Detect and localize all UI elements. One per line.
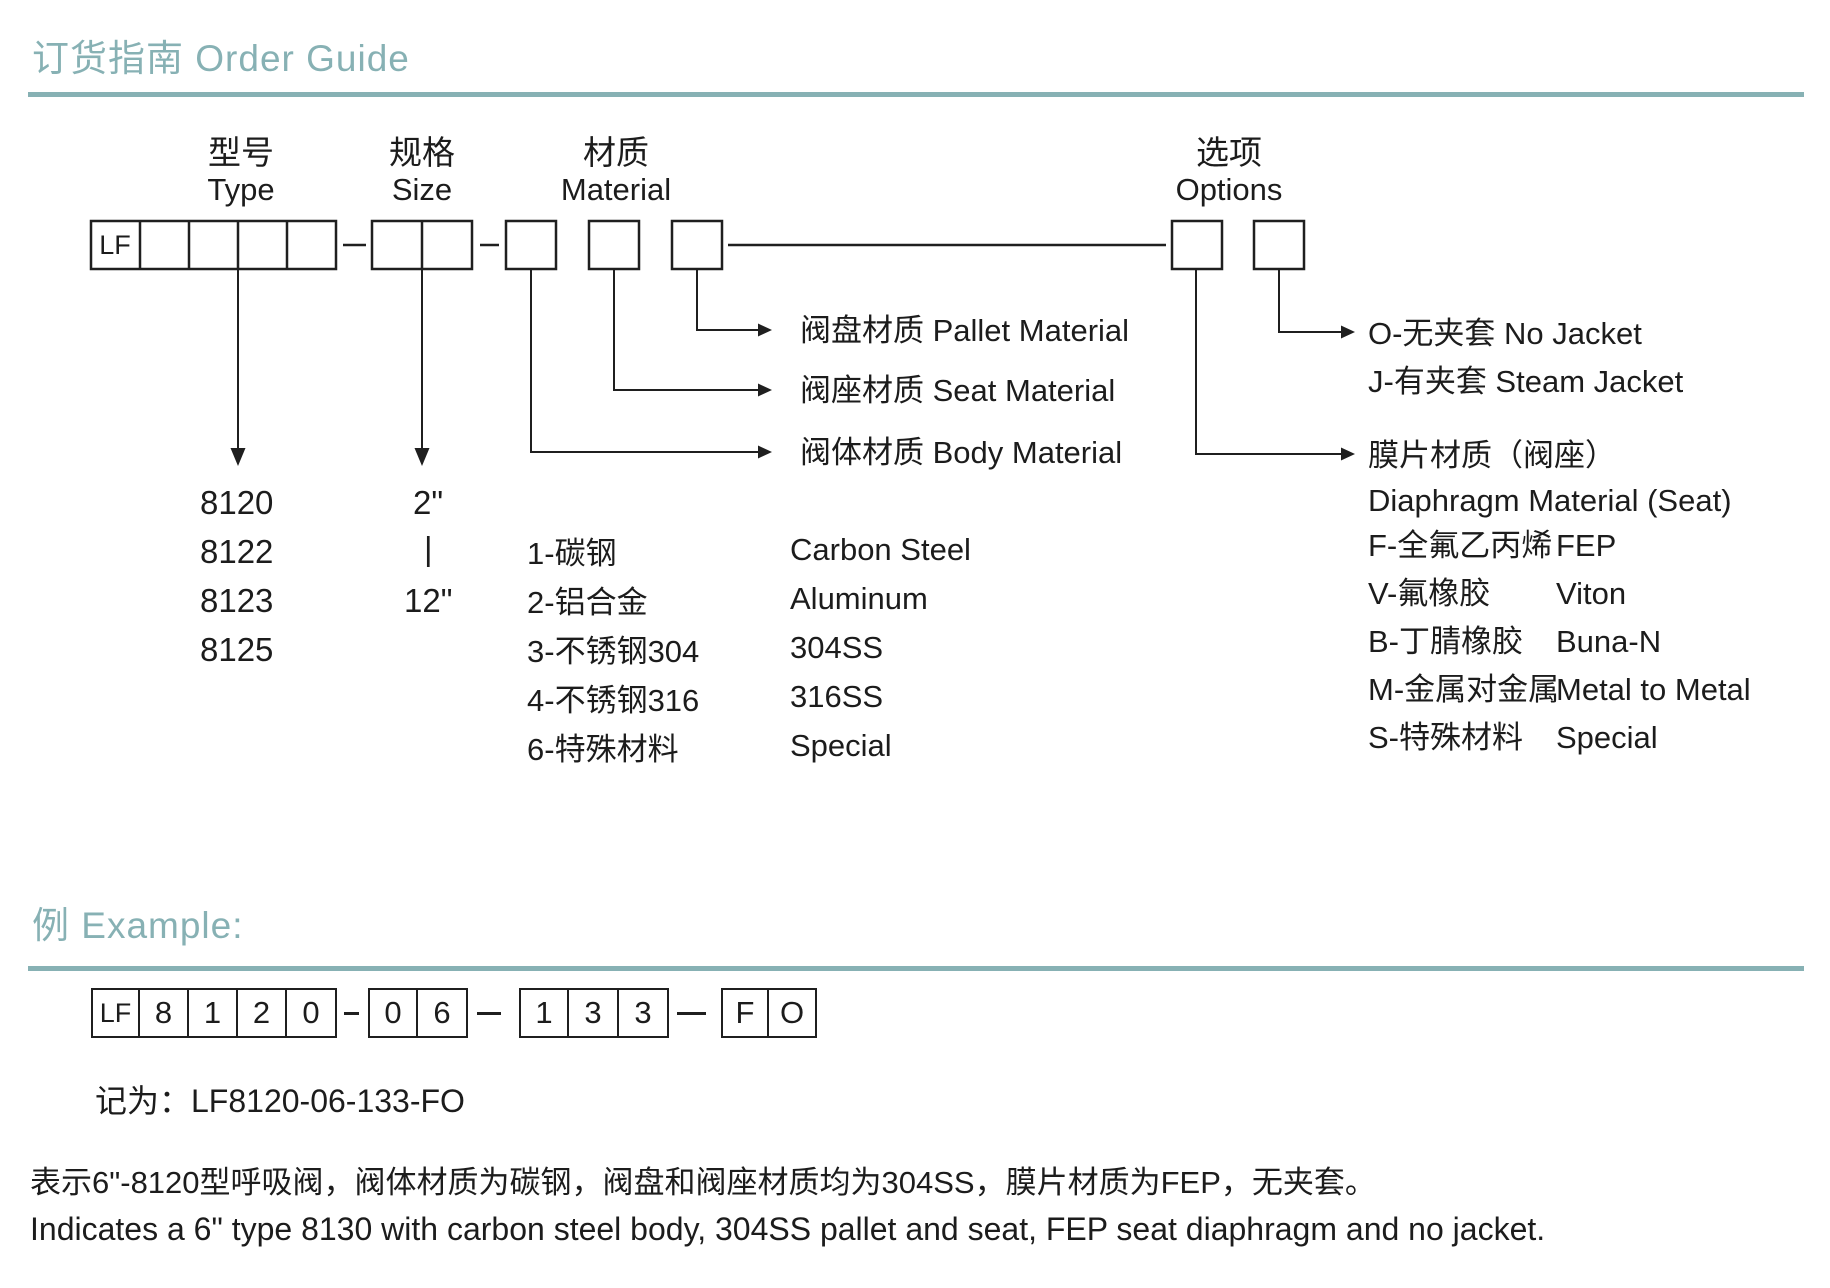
material-code-en: Aluminum [790,581,928,616]
diaphragm-code-en: Viton [1556,576,1627,611]
diaphragm-code-cn: M-金属对金属 [1368,672,1560,707]
diaphragm-title-cn: 膜片材质（阀座） [1368,438,1616,473]
size-header-en: Size [391,172,453,207]
diaphragm-option-box [1170,219,1224,271]
type-header-cn: 型号 [208,134,274,171]
diaphragm-title-en: Diaphragm Material (Seat) [1368,483,1732,518]
material-code-en: Carbon Steel [790,532,971,567]
diaphragm-code-cn: B-丁腈橡胶 [1368,624,1523,659]
diaphragm-code-cn: S-特殊材料 [1368,720,1523,755]
diaphragm-code-en: Special [1556,720,1658,755]
diaphragm-arrowhead-icon [1341,447,1355,461]
diaphragm-code-en: FEP [1556,528,1617,563]
size-header-cn: 规格 [389,134,455,171]
title-divider [28,92,1804,97]
page-title: 订货指南 Order Guide [32,38,410,79]
type-model: 8122 [200,533,274,570]
body-material-box [504,219,558,271]
example-cell: F [721,988,769,1038]
example-type-cells: LF 8 1 2 0 [91,988,337,1038]
diaphragm-code-cn: F-全氟乙丙烯 [1368,528,1553,563]
body-material-label: 阀体材质 Body Material [800,435,1123,470]
example-cell: LF [91,988,140,1038]
type-model: 8120 [200,484,274,521]
example-dash [344,1012,359,1015]
example-note-en: Indicates a 6" type 8130 with carbon ste… [30,1211,1546,1247]
diaphragm-code-en: Metal to Metal [1556,672,1751,707]
pallet-material-label: 阀盘材质 Pallet Material [800,313,1130,348]
jacket-option: O-无夹套 No Jacket [1368,316,1642,351]
example-cell: 6 [418,988,468,1038]
material-header-cn: 材质 [583,134,649,171]
diaphragm-code-en: Buna-N [1556,624,1662,659]
size-min: 2" [413,484,444,521]
example-cell: 8 [140,988,189,1038]
example-cell: O [769,988,817,1038]
order-code-diagram-lines [89,219,1355,466]
type-header-en: Type [207,172,275,207]
material-code-en: 316SS [790,679,884,714]
material-header-en: Material [560,172,672,207]
example-dash [677,1012,706,1015]
options-header-cn: 选项 [1196,134,1262,171]
options-header-en: Options [1175,172,1283,207]
material-code-cn: 6-特殊材料 [527,732,679,767]
example-title: 例 Example: [32,905,244,946]
example-cell: 3 [619,988,669,1038]
type-arrowhead-icon [230,448,246,466]
example-designation: 记为：LF8120-06-133-FO [95,1083,465,1119]
size-max: 12" [404,582,453,619]
material-code-en: 304SS [790,630,884,665]
material-code-cn: 1-碳钢 [527,536,617,571]
jacket-arrowhead-icon [1341,325,1355,339]
example-cell: 1 [519,988,569,1038]
body-arrowhead-icon [758,445,772,459]
type-model: 8123 [200,582,274,619]
example-cell: 3 [569,988,619,1038]
size-range-separator: | [424,530,433,567]
example-cell: 2 [238,988,287,1038]
type-prefix: LF [99,230,131,260]
example-cell: 1 [189,988,238,1038]
pallet-material-box [670,219,724,271]
size-arrowhead-icon [414,448,430,466]
example-cell: 0 [368,988,418,1038]
diaphragm-code-cn: V-氟橡胶 [1368,576,1491,611]
example-cell: 0 [287,988,337,1038]
example-size-cells: 0 6 [368,988,468,1038]
jacket-option: J-有夹套 Steam Jacket [1368,364,1684,399]
example-dash [477,1012,501,1015]
example-note-cn: 表示6"-8120型呼吸阀，阀体材质为碳钢，阀盘和阀座材质均为304SS，膜片材… [30,1165,1376,1200]
example-options-cells: F O [721,988,817,1038]
seat-material-label: 阀座材质 Seat Material [800,373,1116,408]
material-code-cn: 2-铝合金 [527,585,648,620]
seat-arrowhead-icon [758,383,772,397]
type-model: 8125 [200,631,274,668]
example-divider [28,966,1804,971]
type-code-boxes [89,219,338,271]
material-code-en: Special [790,728,892,763]
material-code-cn: 3-不锈钢304 [527,634,700,669]
seat-material-box [587,219,641,271]
jacket-option-box [1252,219,1306,271]
pallet-arrowhead-icon [758,323,772,337]
material-code-cn: 4-不锈钢316 [527,683,700,718]
example-material-cells: 1 3 3 [519,988,669,1038]
